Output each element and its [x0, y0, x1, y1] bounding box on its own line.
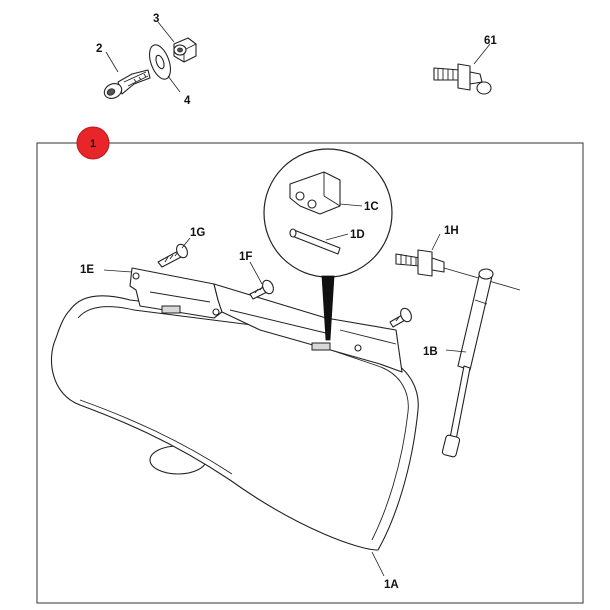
leader-1B — [445, 349, 467, 353]
leader-1A — [371, 551, 385, 577]
mounting-bracket-part-1E — [129, 267, 403, 373]
washer-part-4 — [148, 44, 172, 80]
screw-part-1F — [249, 279, 274, 300]
leader-61 — [473, 43, 491, 65]
gas-strut-part-1B — [441, 268, 494, 458]
label-1B: 1B — [423, 346, 438, 358]
label-1H: 1H — [444, 225, 459, 237]
screw-bracket-right — [389, 307, 412, 328]
assembly-frame — [36, 142, 584, 604]
label-1G: 1G — [190, 227, 205, 239]
label-1A: 1A — [384, 579, 399, 591]
label-3: 3 — [153, 13, 159, 25]
nut-part-3 — [173, 37, 197, 63]
stud-part-61 — [433, 63, 492, 95]
label-1F: 1F — [239, 251, 252, 263]
label-61: 61 — [484, 35, 497, 47]
callout-badge: 1 — [76, 126, 110, 160]
leader-2 — [105, 51, 119, 73]
leader-4 — [167, 75, 181, 93]
leader-1F — [249, 261, 263, 285]
label-2: 2 — [96, 43, 102, 55]
label-4: 4 — [184, 95, 191, 107]
leader-3 — [157, 21, 175, 43]
stud-part-1H — [395, 249, 521, 291]
leader-1C — [339, 203, 363, 207]
leader-1E — [103, 269, 133, 273]
leader-1G — [181, 237, 191, 249]
label-1D: 1D — [350, 229, 365, 241]
callout-badge-text: 1 — [90, 138, 96, 150]
screw-part-1G — [157, 243, 188, 268]
label-1E: 1E — [80, 264, 94, 276]
leader-1H — [431, 233, 441, 251]
socket-screw-part-2 — [103, 69, 151, 99]
detail-magnifier — [263, 148, 393, 341]
leader-1D — [325, 233, 349, 241]
label-1C: 1C — [364, 201, 379, 213]
